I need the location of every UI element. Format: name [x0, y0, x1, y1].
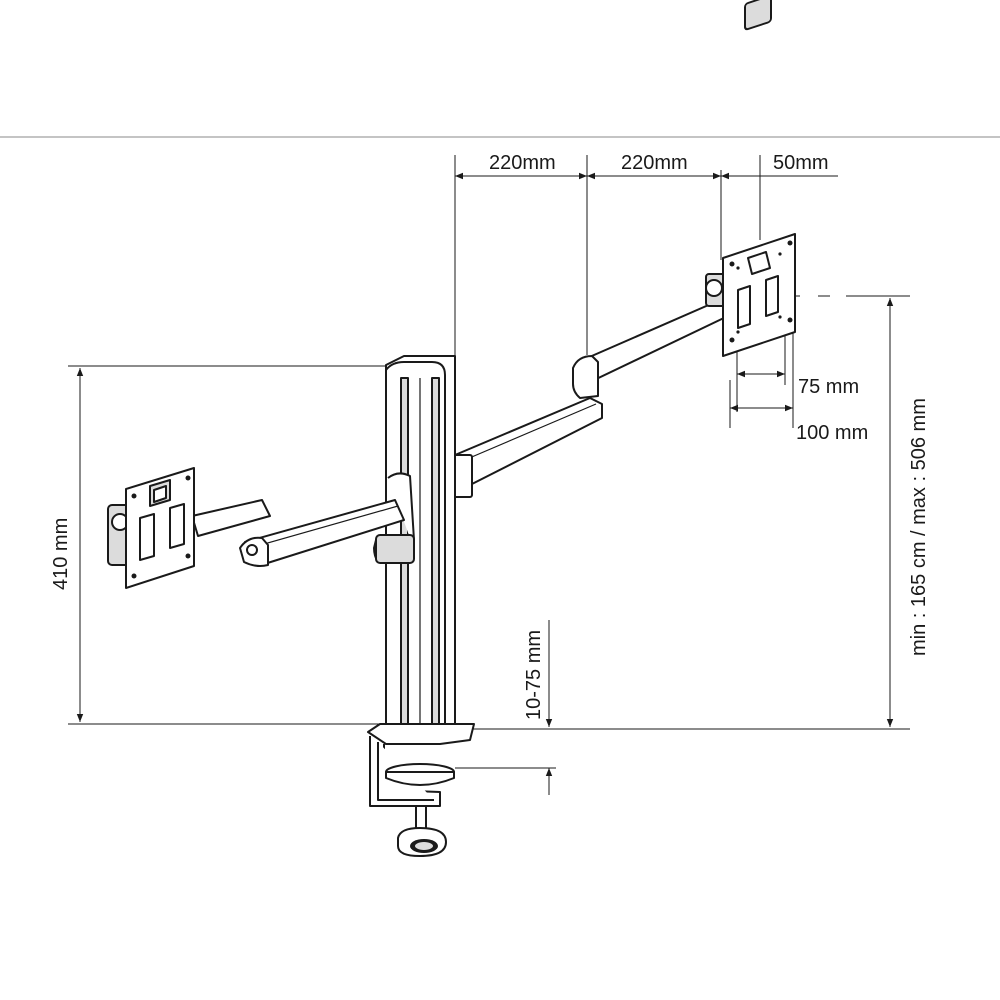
dim-column-height: 410 mm — [50, 518, 72, 590]
left-vesa-plate — [125, 467, 195, 589]
dim-arm-segment-2: 220mm — [621, 152, 688, 174]
top-dimensions — [454, 155, 838, 365]
clamp-dimension — [455, 620, 556, 795]
vesa-plate-icon — [722, 0, 796, 357]
right-height-dimension — [455, 298, 910, 730]
dim-clamp-range: 10-75 mm — [523, 630, 545, 720]
left-monitor-arm — [107, 472, 415, 567]
dim-vesa-small: 75 mm — [798, 376, 859, 398]
monitor-arm-icon — [451, 273, 729, 498]
left-height-dimension — [68, 365, 385, 725]
dim-plate-offset: 50mm — [773, 152, 829, 174]
vesa-dimensions — [729, 295, 910, 428]
dim-vesa-large: 100 mm — [796, 422, 868, 444]
dim-desk-height: min : 165 cm / max : 506 mm — [908, 398, 930, 656]
desk-clamp-icon — [367, 723, 475, 857]
dim-arm-segment-1: 220mm — [489, 152, 556, 174]
